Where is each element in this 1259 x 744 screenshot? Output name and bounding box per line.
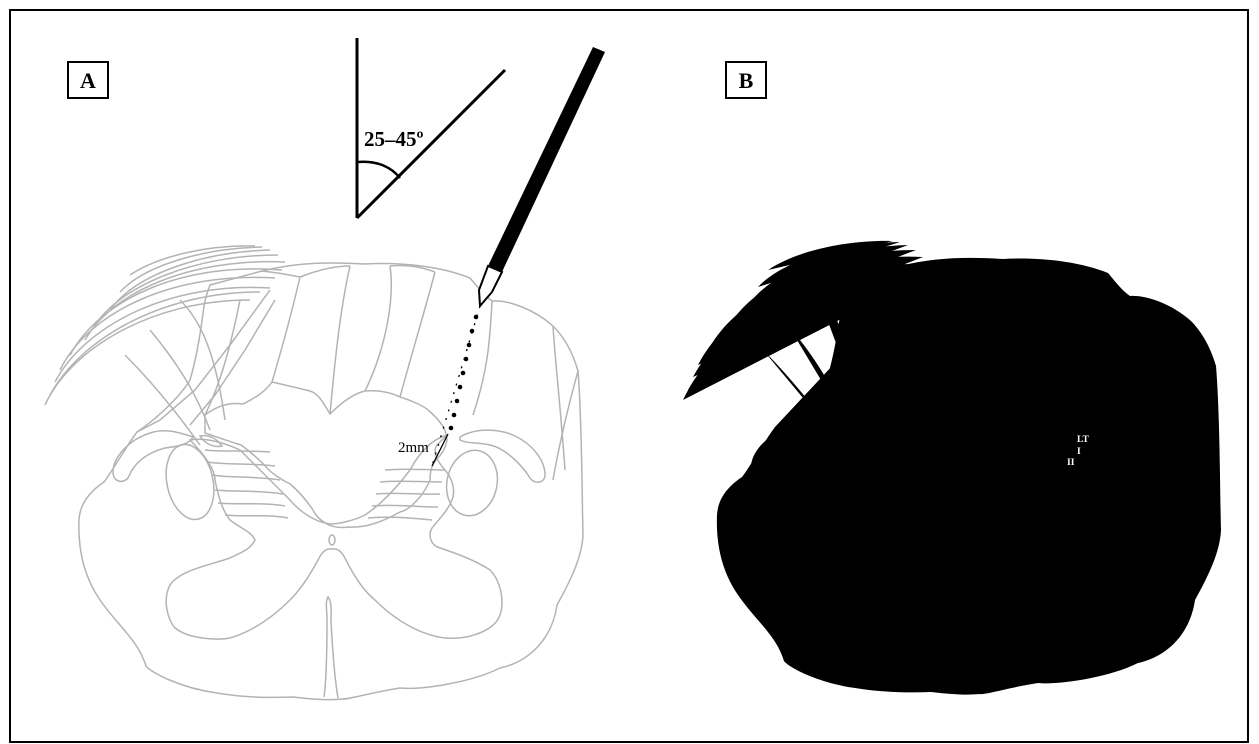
lesion-label-lt: LT — [1077, 435, 1089, 445]
panel-b-label: B — [739, 68, 754, 93]
spinal-cord-section-b: .cB .c-outline { fill: #fff; stroke: #1a… — [683, 241, 1221, 695]
spinal-cord-section-a: .cA .c-outline { fill: #fff; stroke: #b3… — [45, 246, 583, 700]
panel-a: A .cA .c-outline { fill: #fff; stroke: #… — [45, 38, 605, 700]
panel-b: B .cB .c-outline { fill: #fff; stroke: #… — [683, 62, 1221, 695]
lesion-label-ii: II — [1067, 458, 1075, 468]
lesion-label-i: I — [1077, 447, 1081, 457]
depth-label: 2mm — [398, 440, 429, 456]
panel-a-label: A — [80, 68, 96, 93]
angle-label: 25–45º — [364, 127, 424, 151]
electrode — [432, 47, 605, 466]
